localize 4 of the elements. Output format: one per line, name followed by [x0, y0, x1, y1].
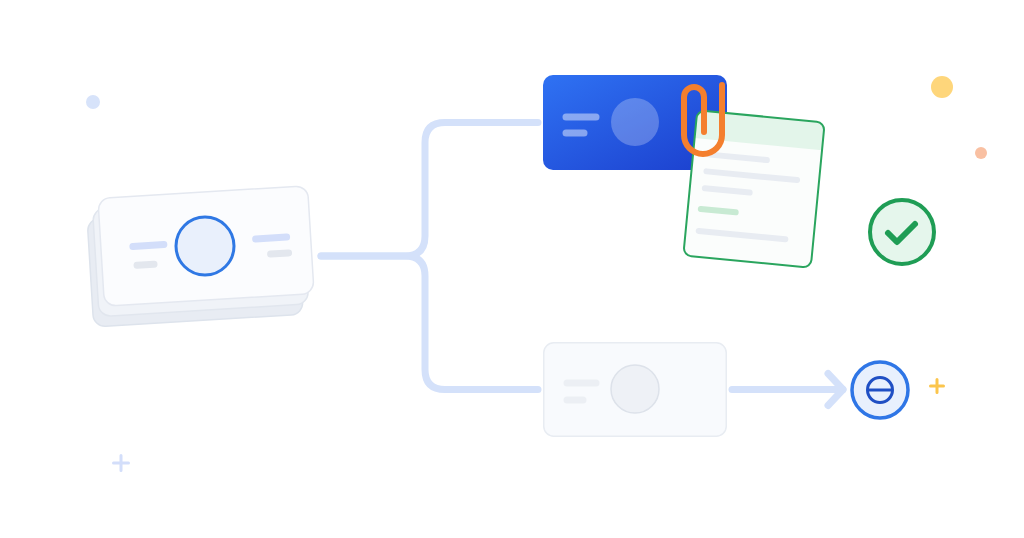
arrow	[728, 370, 847, 409]
connector-line	[317, 252, 542, 393]
theta-icon	[850, 360, 910, 420]
faded-banknote-illustration	[543, 342, 727, 437]
